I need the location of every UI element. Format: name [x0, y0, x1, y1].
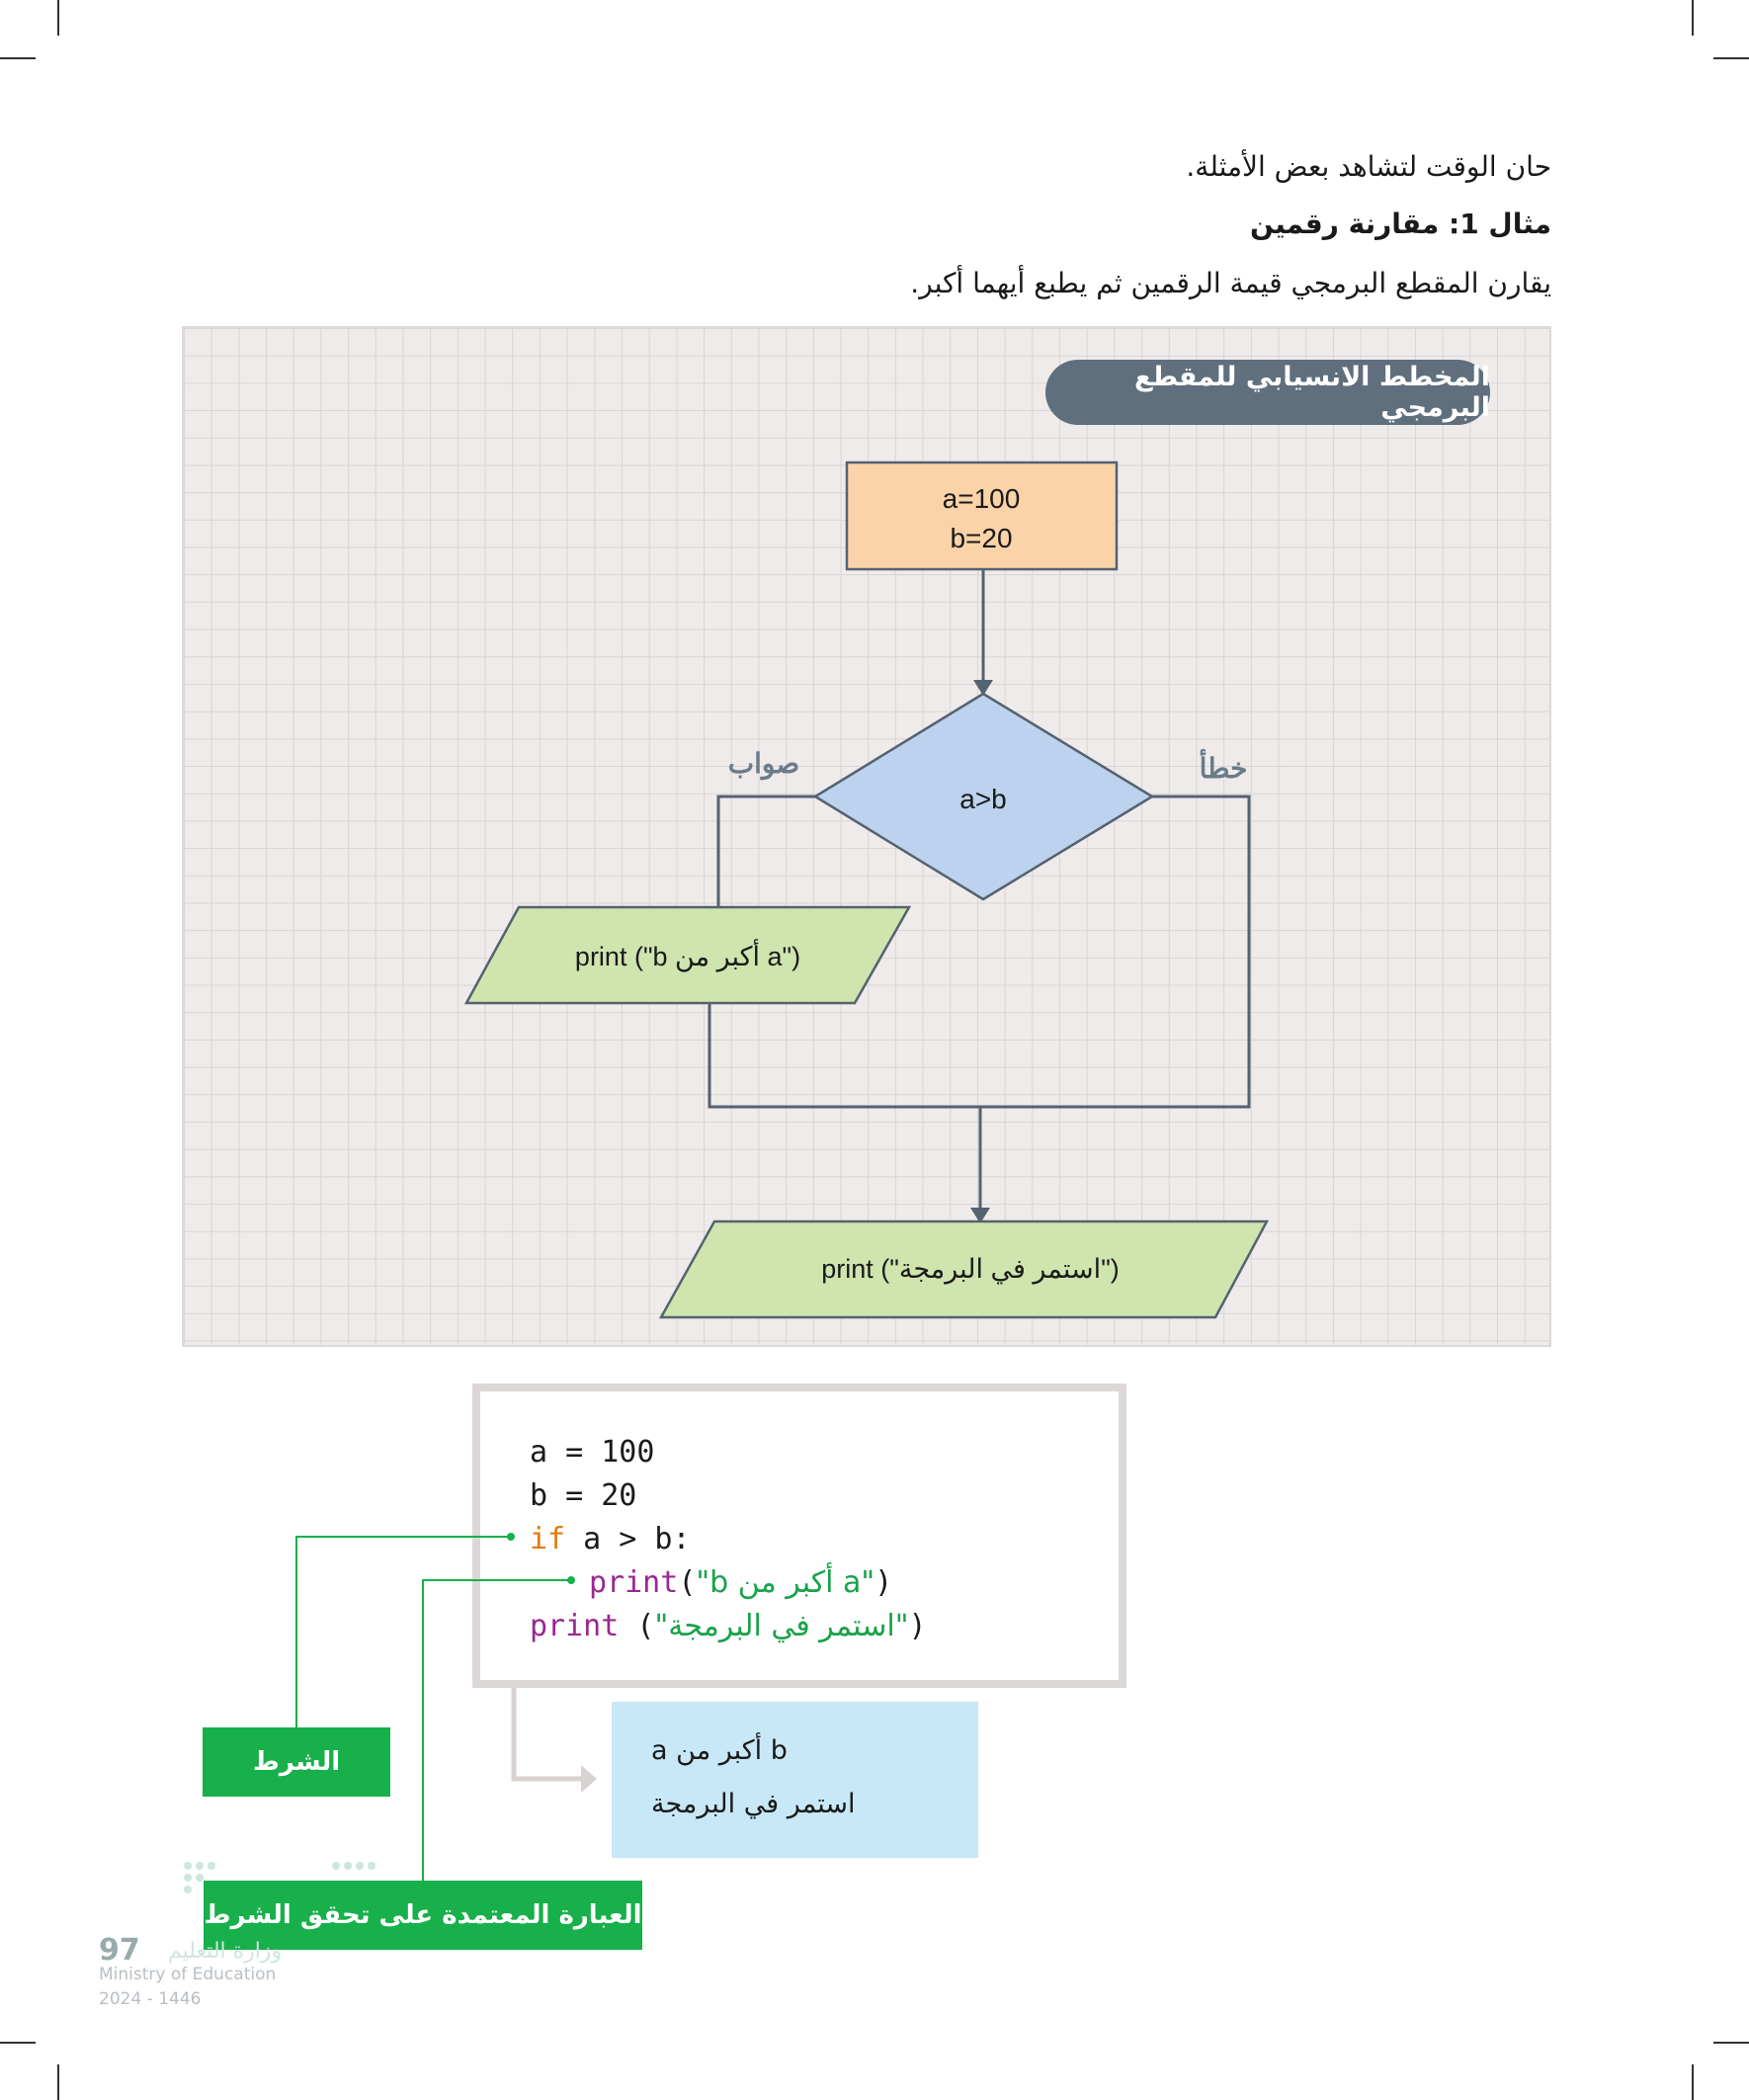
flowchart-title: المخطط الانسيابي للمقطع البرمجي: [1045, 360, 1490, 425]
intro-text: حان الوقت لتشاهد بعض الأمثلة.: [1186, 150, 1551, 183]
arrowhead: [973, 680, 993, 696]
crop-mark: [1692, 2064, 1694, 2100]
code-line-3: if a > b:: [530, 1522, 691, 1556]
connector-false-branch: [708, 795, 1251, 1109]
arrowhead: [970, 1208, 990, 1223]
ministry-logo-dots-icon: [184, 1862, 375, 1893]
decision-condition: a>b: [959, 784, 1007, 814]
decision-diamond: [812, 692, 1155, 901]
program-output: a أكبر من b استمر في البرمجة: [612, 1702, 978, 1858]
page-number: 97: [99, 1933, 140, 1968]
final-output-shape: [658, 1219, 1270, 1319]
code-print-fn: print: [589, 1565, 679, 1600]
code-string: "b أكبر من a": [696, 1565, 875, 1600]
code-keyword-if: if: [530, 1522, 566, 1556]
condition-label: الشرط: [203, 1727, 390, 1797]
code-line-1: a = 100: [530, 1435, 655, 1470]
code-paren: (: [619, 1609, 655, 1643]
ministry-name-ar: وزارة التعليم: [168, 1939, 283, 1964]
init-box: [845, 461, 1119, 571]
output-line-1: a أكبر من b: [651, 1735, 788, 1766]
true-output-text: print ("b أكبر من a"): [575, 939, 800, 972]
ministry-name-en: Ministry of Education: [99, 1965, 277, 1984]
false-label: خطأ: [1200, 749, 1248, 784]
connector-true-branch: [716, 795, 815, 907]
true-label: صواب: [728, 748, 799, 781]
code-paren: ): [874, 1565, 893, 1600]
true-output-shape: [463, 905, 912, 1005]
crop-mark: [0, 2042, 36, 2044]
dependent-statement-label: العبارة المعتمدة على تحقق الشرط: [204, 1881, 642, 1950]
code-string: "استمر في البرمجة": [654, 1609, 909, 1643]
flowchart-diagram: a=100 b=20 a>b صواب خطأ print ("b أكبر م…: [463, 461, 1270, 1319]
example-title: مثال 1: مقارنة رقمين: [1250, 208, 1551, 240]
crop-mark: [57, 0, 59, 36]
statement-pointer-line: [422, 1579, 571, 1881]
code-paren: (: [678, 1565, 697, 1600]
code-paren: ): [908, 1609, 927, 1643]
crop-mark: [57, 2064, 59, 2100]
crop-mark: [0, 57, 36, 59]
code-line-5: print ("استمر في البرمجة"): [530, 1609, 927, 1643]
code-line-4: print("b أكبر من a"): [589, 1565, 892, 1600]
final-output-text: print ("استمر في البرمجة"): [821, 1254, 1120, 1285]
output-arrowhead: [581, 1765, 597, 1793]
year-label: 2024 - 1446: [99, 1989, 202, 2009]
pointer-dot: [567, 1576, 575, 1584]
init-line-1: a=100: [943, 483, 1021, 514]
code-print-fn: print: [530, 1609, 620, 1643]
code-condition: a > b:: [565, 1522, 691, 1556]
output-line-2: استمر في البرمجة: [651, 1789, 856, 1819]
init-line-2: b=20: [950, 523, 1012, 553]
crop-mark: [1692, 0, 1694, 36]
crop-mark: [1713, 2042, 1749, 2044]
condition-pointer-line: [295, 1536, 511, 1727]
code-line-2: b = 20: [530, 1478, 637, 1513]
example-description: يقارن المقطع البرمجي قيمة الرقمين ثم يطب…: [910, 267, 1551, 299]
crop-mark: [1713, 57, 1749, 59]
pointer-dot: [507, 1533, 515, 1541]
output-arrow-line: [511, 1688, 585, 1782]
code-block: a = 100 b = 20 if a > b: print("b أكبر م…: [472, 1384, 1126, 1688]
